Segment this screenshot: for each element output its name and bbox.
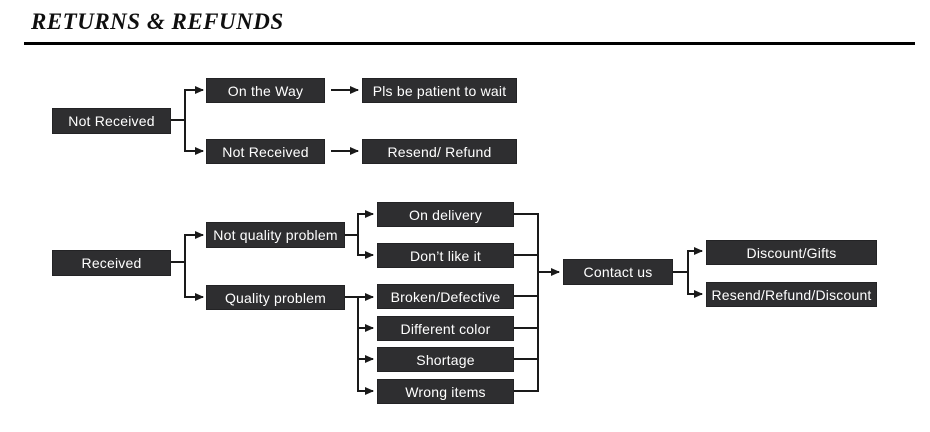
node-different-color: Different color	[377, 316, 514, 341]
node-on-delivery: On delivery	[377, 202, 514, 227]
node-contact-us: Contact us	[563, 259, 673, 285]
node-pls-be-patient: Pls be patient to wait	[362, 78, 517, 103]
node-dont-like-it: Don’t like it	[377, 243, 514, 268]
node-not-quality-problem: Not quality problem	[206, 222, 345, 248]
node-quality-problem: Quality problem	[206, 285, 345, 310]
page-title: RETURNS & REFUNDS	[31, 9, 284, 34]
node-broken-defective: Broken/Defective	[377, 284, 514, 309]
node-not-received-root: Not Received	[52, 108, 171, 134]
node-resend-refund-discount: Resend/Refund/Discount	[706, 282, 877, 307]
node-not-received-case: Not Received	[206, 139, 325, 164]
node-discount-gifts: Discount/Gifts	[706, 240, 877, 265]
node-on-the-way: On the Way	[206, 78, 325, 103]
node-shortage: Shortage	[377, 347, 514, 372]
node-wrong-items: Wrong items	[377, 379, 514, 404]
title-underline	[24, 42, 915, 45]
node-resend-refund: Resend/ Refund	[362, 139, 517, 164]
node-received-root: Received	[52, 250, 171, 276]
